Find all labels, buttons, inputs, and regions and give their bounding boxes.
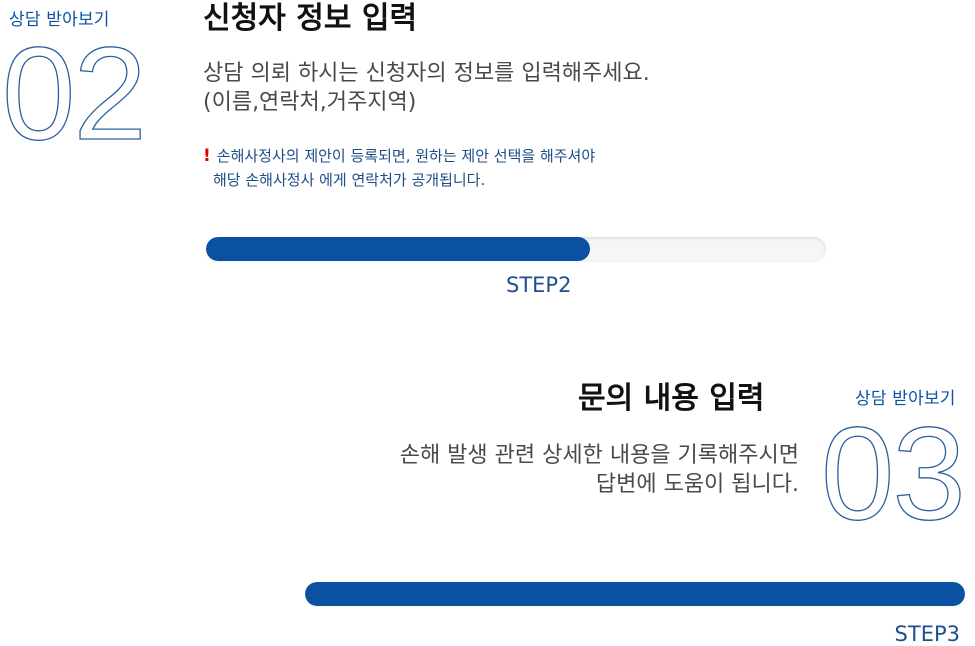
step2-title: 신청자 정보 입력	[203, 1, 418, 36]
step2-desc-line1: 상담 의뢰 하시는 신청자의 정보를 입력해주세요.	[203, 61, 650, 86]
step3-kicker: 상담 받아보기	[855, 389, 956, 409]
step3-description: 손해 발생 관련 상세한 내용을 기록해주시면 답변에 도움이 됩니다.	[239, 442, 799, 499]
step2-notice: ! 손해사정사의 제안이 등록되면, 원하는 제안 선택을 해주셔야 해당 손해사…	[203, 143, 823, 193]
step2-number: 02	[1, 20, 147, 167]
step3-desc-line1: 손해 발생 관련 상세한 내용을 기록해주시면	[399, 443, 799, 468]
step3-number: 03	[820, 400, 966, 547]
step2-description: 상담 의뢰 하시는 신청자의 정보를 입력해주세요. (이름,연락처,거주지역)	[203, 60, 903, 117]
step2-desc-line2: (이름,연락처,거주지역)	[203, 89, 417, 115]
step3-title: 문의 내용 입력	[578, 381, 765, 416]
exclamation-icon: !	[203, 146, 211, 166]
step3-progress-fill	[305, 582, 965, 606]
step2-progress-fill	[206, 237, 591, 261]
step3-progress-bar	[305, 582, 965, 606]
step3-desc-line2: 답변에 도움이 됩니다.	[595, 471, 799, 497]
step2-notice-line2: 해당 손해사정사 에게 연락처가 공개됩니다.	[213, 171, 486, 190]
step2-notice-line1: 손해사정사의 제안이 등록되면, 원하는 제안 선택을 해주셔야	[216, 147, 596, 165]
step3-label: STEP3	[894, 622, 960, 646]
step2-label: STEP2	[506, 273, 572, 297]
step2-progress-bar	[206, 237, 826, 261]
step2-kicker: 상담 받아보기	[9, 10, 110, 30]
